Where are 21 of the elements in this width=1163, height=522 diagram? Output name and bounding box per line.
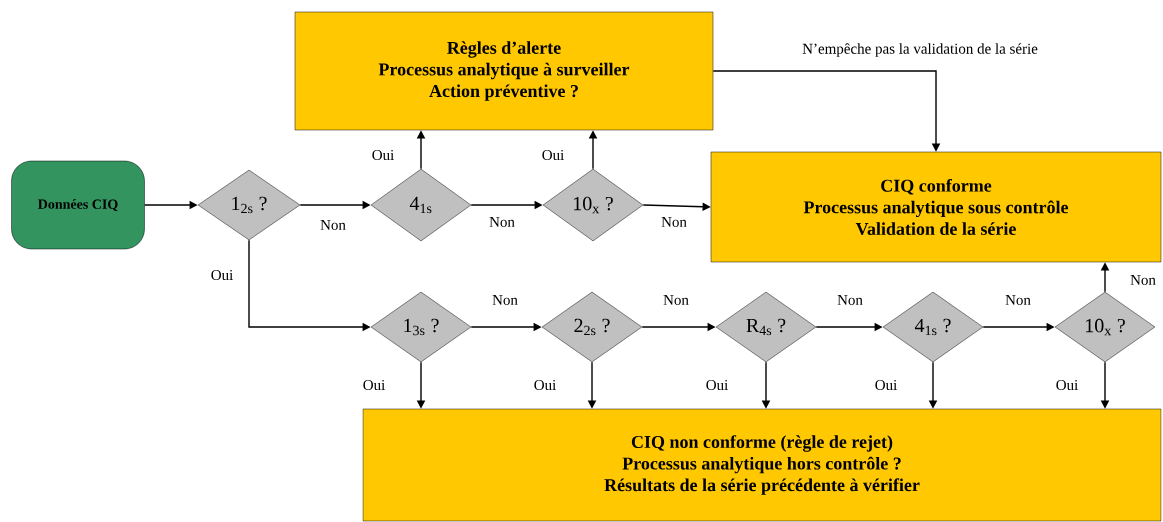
edge-label: Non <box>659 215 689 229</box>
edge-label: Oui <box>532 378 558 392</box>
edge-label: Non <box>1003 293 1033 307</box>
process-box: Règles d’alerte Processus analytique à surveiller Action préventive ? <box>294 11 714 131</box>
edge-label: Oui <box>361 378 387 392</box>
edge-label: Non <box>661 293 691 307</box>
edge-label: Oui <box>209 268 235 282</box>
process-box: CIQ non conforme (règle de rejet) Processus analytique hors contrôle ? Résultats de la série précédente à vérifier <box>362 408 1162 522</box>
edge-label: Non <box>835 293 865 307</box>
edge-label: Non <box>487 215 517 229</box>
edge-label: Oui <box>370 148 396 162</box>
edge-label: Non <box>1128 273 1158 287</box>
edge-label: N’empêche pas la validation de la série <box>801 42 1039 58</box>
edge-label: Oui <box>1054 378 1080 392</box>
edge-label: Oui <box>704 378 730 392</box>
edge-label: Oui <box>873 378 899 392</box>
start-terminal: Données CIQ <box>11 160 145 250</box>
edge-label: Non <box>490 293 520 307</box>
process-box: CIQ conforme Processus analytique sous contrôle Validation de la série <box>710 151 1162 263</box>
edge-label: Oui <box>540 148 566 162</box>
edge-label: Non <box>318 218 348 232</box>
